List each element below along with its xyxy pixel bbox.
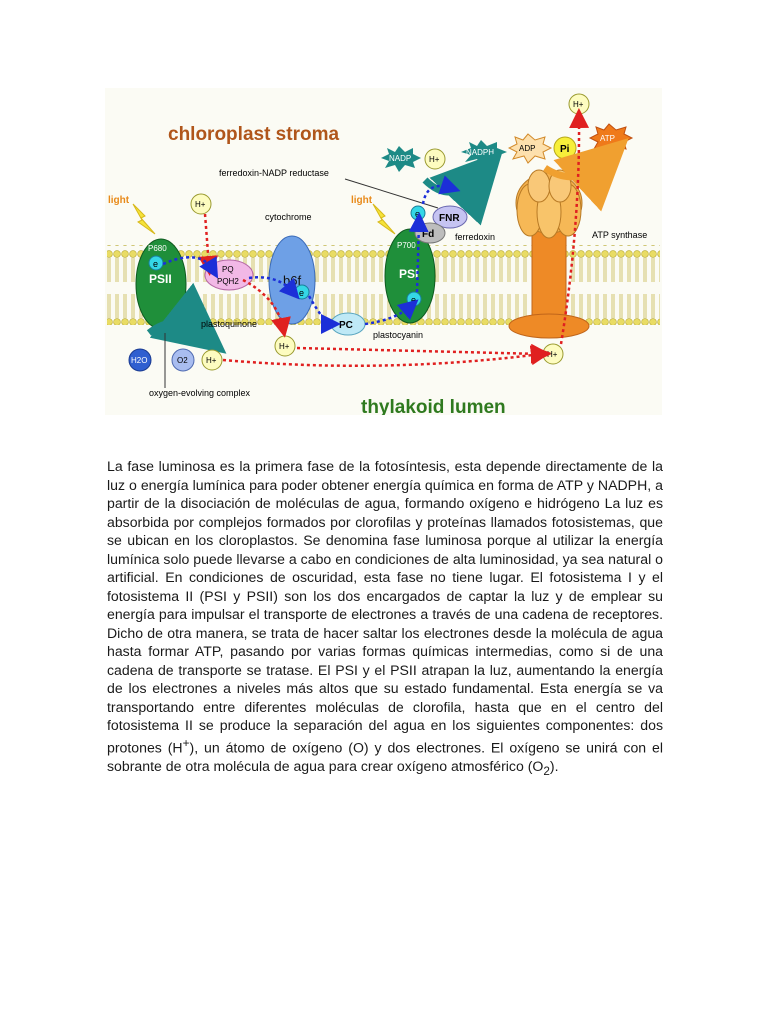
proton-flow-arrow-4 (296, 343, 551, 364)
adp-label: ADP (519, 144, 535, 153)
psii-label: PSII (149, 272, 172, 286)
p680-label: P680 (148, 244, 167, 253)
h2o-molecule (128, 348, 152, 372)
paragraph-part-1: La fase luminosa es la primera fase de l… (107, 458, 663, 756)
light-reaction-diagram: chloroplast stroma thylakoid lumen ATP s… (105, 88, 662, 415)
plastoquinone-label: plastoquinone (201, 319, 257, 329)
subscript-two: 2 (543, 764, 550, 778)
oec-label: oxygen-evolving complex (149, 388, 251, 398)
pqh2-label: PQH2 (217, 277, 239, 286)
nadp-label: NADP (389, 154, 411, 163)
atp-formation-arrow (543, 138, 629, 212)
cytochrome-label: cytochrome (265, 212, 312, 222)
diagram-svg: chloroplast stroma thylakoid lumen ATP s… (107, 93, 660, 415)
fnr-full-label: ferredoxin-NADP reductase (219, 168, 329, 178)
electron-flow-arrow-1 (162, 256, 219, 279)
light-left-label: light (108, 195, 130, 206)
hplus-stroma-nadp-label: H+ (429, 155, 440, 164)
electron-flow-arrow-6 (421, 175, 461, 205)
electron-cyt-label: e (299, 288, 304, 298)
proton-flow-arrow-2 (242, 278, 291, 338)
atp-synthase-stalk (531, 222, 567, 328)
atp-synthase-base (508, 313, 590, 339)
nadp-reduction-arrow (422, 150, 503, 226)
electron-flow-arrow-2 (248, 276, 300, 300)
o2-label: O2 (177, 356, 188, 365)
fnr-label: FNR (439, 213, 460, 224)
electron-psii-label: e (153, 259, 158, 269)
psi-label: PSI (399, 267, 418, 281)
proton-flow-arrow-3 (222, 345, 551, 367)
thylakoid-membrane (107, 245, 660, 325)
lightning-left-icon (132, 203, 156, 235)
o2-molecule (171, 348, 195, 372)
hplus-stroma-1 (190, 193, 212, 215)
h2o-label: H2O (131, 356, 147, 365)
pq-label: PQ (222, 265, 234, 274)
paragraph-part-2: ), un átomo de oxígeno (O) y dos electro… (107, 739, 663, 774)
hplus-lumen-2-label: H+ (279, 342, 290, 351)
p700-label: P700 (397, 241, 416, 250)
ferredoxin-label: ferredoxin (455, 232, 495, 242)
stroma-title: chloroplast stroma (168, 124, 339, 145)
plastocyanin-label: plastocyanin (373, 330, 423, 340)
lumen-title: thylakoid lumen (361, 397, 506, 415)
paragraph-part-3: ). (549, 757, 559, 774)
hplus-lumen-1-label: H+ (206, 356, 217, 365)
hplus-stroma-top-label: H+ (573, 100, 584, 109)
oec-arrow (146, 282, 227, 354)
electron-fd-label: e (415, 209, 420, 219)
adp-star-icon (507, 133, 553, 164)
pi-label: Pi (560, 144, 570, 155)
body-paragraph: La fase luminosa es la primera fase de l… (107, 457, 663, 781)
lightning-right-icon (372, 203, 396, 235)
atp-label: ATP (600, 134, 615, 143)
atp-synthase-label: ATP synthase (592, 230, 647, 240)
electron-flow-arrow-3 (307, 295, 341, 334)
light-right-label: light (351, 195, 373, 206)
hplus-stroma-1-label: H+ (195, 200, 206, 209)
hplus-lumen-3-label: H+ (547, 350, 558, 359)
proton-flow-arrow-5 (559, 108, 590, 345)
hplus-lumen-1 (201, 349, 223, 371)
electron-psi-label: e (411, 295, 416, 305)
nadp-star-icon (381, 146, 421, 172)
fd-label: Fd (422, 229, 434, 240)
superscript-plus: + (182, 736, 190, 750)
pc-label: PC (339, 320, 353, 331)
nadph-label: NADPH (466, 148, 494, 157)
